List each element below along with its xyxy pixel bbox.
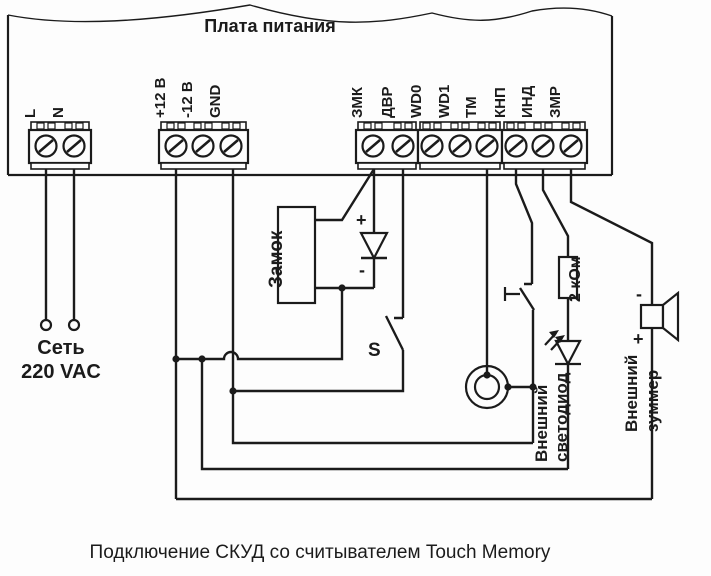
terminal-label-tm: ТМ bbox=[463, 96, 480, 118]
door-switch-blade bbox=[384, 315, 405, 351]
terminal-label-ind: ИНД bbox=[519, 85, 536, 118]
wires bbox=[44, 168, 654, 501]
terminal-label-n: N bbox=[50, 107, 67, 118]
terminal-block-lock-door bbox=[354, 121, 420, 170]
resistor-label: 2 кОм bbox=[567, 256, 584, 302]
door-switch-upper-lead bbox=[394, 169, 405, 320]
ind-upper-lead bbox=[541, 169, 570, 257]
resistor-body bbox=[557, 255, 579, 300]
terminal-label-gnd: GND bbox=[207, 84, 224, 118]
mains-n-ring bbox=[67, 318, 81, 332]
gnd-wire-and-bottom-bus bbox=[231, 169, 533, 445]
led-symbol bbox=[544, 330, 582, 367]
terminal-label-zmr: ЗМР bbox=[547, 86, 564, 118]
buzzer-minus-sign: - bbox=[636, 284, 642, 304]
terminal-label-wd0: WD0 bbox=[408, 84, 425, 118]
terminal-label-plus12: +12 В bbox=[152, 77, 169, 118]
buzzer-plus-sign: + bbox=[633, 329, 644, 349]
led-emission-arrows bbox=[544, 330, 565, 351]
lock-label: Замок bbox=[266, 230, 287, 288]
terminal-label-minus12: -12 В bbox=[179, 81, 196, 118]
power-board-outline bbox=[6, 4, 614, 177]
lock-box bbox=[276, 205, 317, 305]
terminal-block-wd-tm bbox=[416, 121, 504, 170]
mains-terminal-rings bbox=[39, 318, 81, 332]
plus12-branch-led-return bbox=[200, 359, 568, 471]
junction-dots bbox=[172, 284, 537, 395]
terminal-block-power bbox=[157, 121, 250, 170]
door-switch-label: S bbox=[368, 340, 381, 361]
button-upper-lead bbox=[514, 169, 534, 286]
terminal-blocks bbox=[27, 121, 589, 170]
diode-minus-sign: - bbox=[359, 260, 365, 280]
terminal-label-wd1: WD1 bbox=[436, 84, 453, 118]
flyback-diode-symbol bbox=[359, 169, 389, 288]
plus12-bus-with-hop bbox=[176, 288, 344, 361]
lock-top-lead bbox=[315, 168, 376, 222]
led-label: Внешний светодиод bbox=[532, 372, 571, 462]
board-title: Плата питания bbox=[204, 16, 336, 36]
diagram-caption: Подключение СКУД со считывателем Touch M… bbox=[89, 542, 551, 563]
diode-plus-sign: + bbox=[356, 210, 367, 230]
zmr-lead bbox=[569, 169, 654, 305]
terminal-block-mains bbox=[27, 121, 93, 170]
door-switch-return bbox=[233, 350, 405, 393]
terminal-label-dvr: ДВР bbox=[379, 86, 396, 118]
terminal-label-l: L bbox=[22, 108, 39, 118]
mains-l-ring bbox=[39, 318, 53, 332]
terminal-label-knp: КНП bbox=[492, 87, 509, 118]
buzzer-label: Внешний зуммер bbox=[622, 354, 662, 432]
exit-button-symbol bbox=[503, 287, 536, 311]
buzzer-symbol bbox=[639, 290, 680, 343]
terminal-block-outputs bbox=[500, 121, 589, 170]
terminal-label-zmk: ЗМК bbox=[349, 86, 366, 118]
mains-label: Сеть 220 VAC bbox=[21, 337, 101, 383]
